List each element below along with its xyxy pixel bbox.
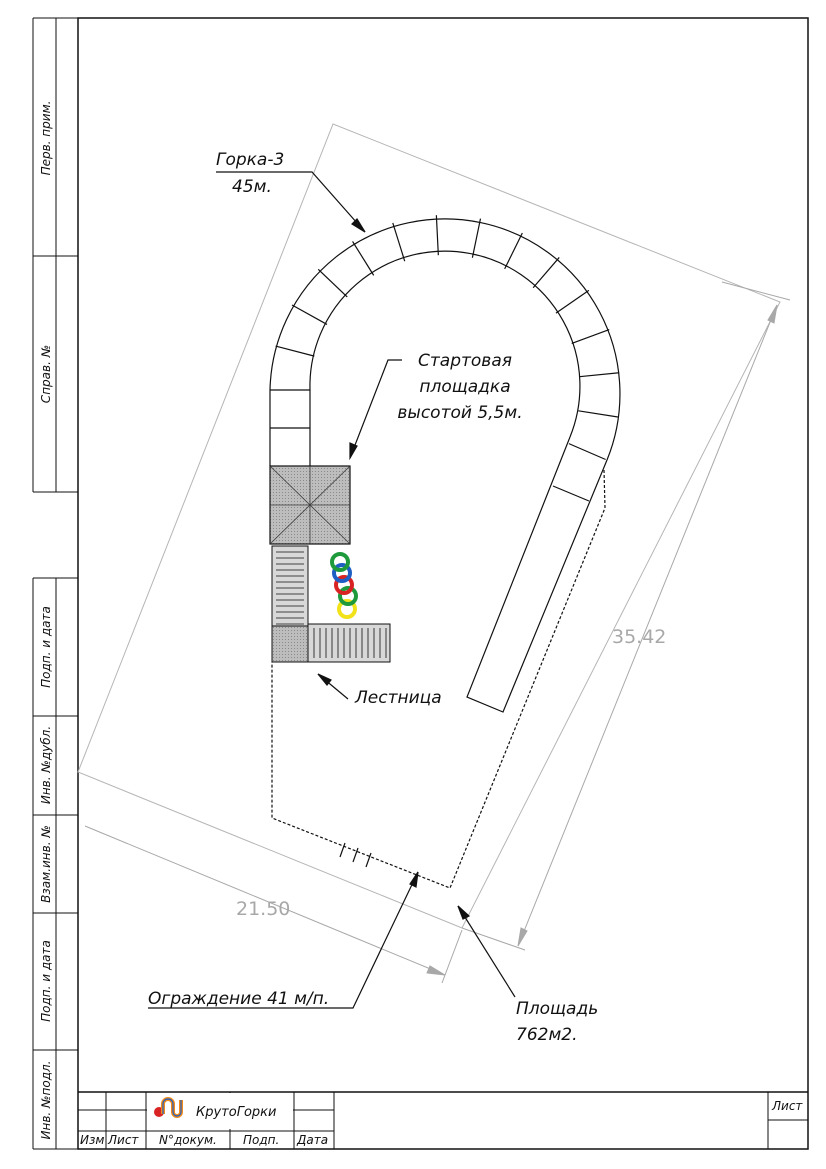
tube-green-icon-1 (330, 552, 350, 572)
title-doc-no: N°докум. (159, 1133, 217, 1147)
tube-blue-icon (332, 563, 352, 583)
slide-segment-divider (578, 410, 618, 418)
fence-gate-marks (339, 842, 372, 868)
title-list: Лист (107, 1133, 139, 1147)
slide-segment-divider (571, 329, 610, 344)
area-label-line1: Площадь (516, 999, 598, 1019)
slide-segment-divider (532, 257, 560, 289)
platform-label-line1: Стартовая (418, 351, 512, 371)
tube-red-icon (334, 575, 354, 595)
dimension-length (461, 281, 791, 951)
fence-outline (271, 469, 606, 889)
slide-segment-divider (471, 218, 482, 258)
slide-segment-divider (392, 222, 406, 262)
stairs-label: Лестница (354, 688, 442, 708)
dimension-width-label: 21.50 (236, 898, 290, 920)
side-podp-data-1: Подп. и дата (39, 606, 53, 688)
site-boundary (77, 123, 781, 929)
slide-segment-divider (352, 241, 375, 276)
title-izm: Изм (80, 1133, 104, 1147)
side-perv-prim: Перв. прим. (39, 101, 53, 176)
platform-label-line2: площадка (419, 377, 510, 397)
area-label-line2: 762м2. (516, 1025, 578, 1045)
side-inv-no-dubl: Инв. №дубл. (39, 726, 53, 804)
slide-length-label: 45м. (232, 177, 272, 197)
tube-green-icon-2 (338, 586, 358, 606)
slide-segment-divider (291, 304, 328, 325)
start-platform (269, 465, 351, 545)
fence-label: Ограждение 41 м/п. (148, 989, 329, 1009)
dimension-width (84, 825, 463, 984)
slide-segment-divider (555, 289, 590, 314)
side-column: Перв. прим. Справ. № Подп. и дата Инв. №… (39, 101, 53, 1140)
side-inv-no-podl: Инв. №подл. (39, 1061, 53, 1140)
dimension-length-label: 35.42 (612, 626, 666, 648)
slide-segment-divider (579, 372, 620, 378)
stairs (271, 545, 391, 663)
slide-segment-divider (504, 232, 523, 270)
slide-segment-divider (435, 215, 439, 256)
slide-logo-icon (154, 1097, 183, 1118)
title-data: Дата (296, 1133, 328, 1147)
side-podp-data-2: Подп. и дата (39, 940, 53, 1022)
side-sprav-no: Справ. № (39, 345, 53, 403)
leader-lines (148, 171, 516, 1009)
slide-segment-divider (568, 443, 606, 461)
tubes (330, 552, 358, 619)
platform-label-line3: высотой 5,5м. (397, 403, 522, 423)
side-vzam-inv-no: Взам.инв. № (39, 825, 53, 903)
slide-arc (269, 215, 621, 466)
sheet-frame (32, 17, 809, 1150)
slide-segment-divider (275, 345, 315, 357)
callouts: Горка-3 45м. Стартовая площадка высотой … (148, 150, 598, 1045)
tube-yellow-icon (337, 599, 357, 619)
title-sheet-label: Лист (771, 1099, 803, 1113)
brand-name: КрутоГорки (196, 1105, 276, 1120)
title-podp: Подп. (243, 1133, 279, 1147)
slide-landing (466, 436, 608, 713)
slide-name-label: Горка-3 (216, 150, 284, 170)
slide-segment-divider (317, 268, 348, 298)
